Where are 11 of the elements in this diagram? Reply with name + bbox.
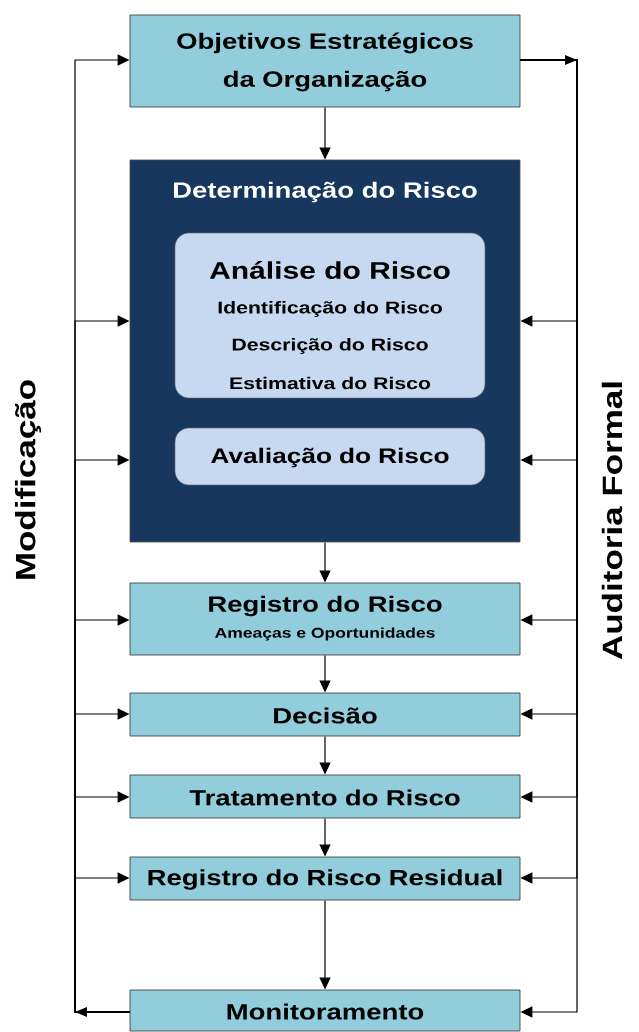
process-box: Avaliação do Risco <box>174 427 486 486</box>
process-box: Objetivos Estratégicos da Organização <box>129 14 521 108</box>
process-box: Registro do Risco Ameaças e Oportunidades <box>129 582 521 656</box>
process-box: Registro do Risco Residual <box>129 856 521 901</box>
arrow <box>74 872 131 1013</box>
process-box: Monitoramento <box>129 989 521 1032</box>
process-box: Análise do Risco Identificação do Risco Descrição do Risco Estimativa do Risco <box>174 232 486 399</box>
process-box: Tratamento do Risco <box>129 774 521 819</box>
process-box: Decisão <box>129 692 521 737</box>
side-label: Modificação <box>14 380 42 579</box>
side-label: Auditoria Formal <box>601 382 623 660</box>
